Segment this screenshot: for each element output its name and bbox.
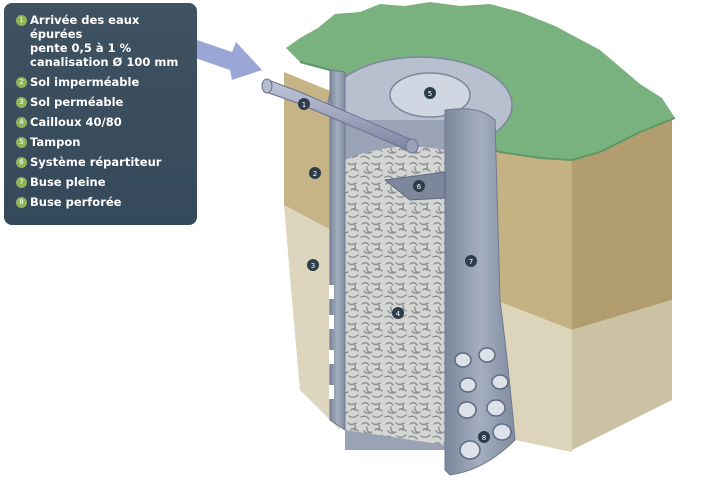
permeable-soil-right (495, 300, 572, 452)
perforation (457, 401, 477, 419)
gravel-fill (345, 146, 445, 445)
legend-number: 7 (16, 177, 27, 188)
legend-item-2: 2 Sol imperméable (16, 75, 191, 89)
soil-right-lower (572, 300, 672, 450)
marker-2: 2 (309, 167, 321, 179)
legend-number: 1 (16, 15, 27, 26)
marker-5-label: 5 (428, 90, 432, 98)
legend-label: Sol perméable (30, 95, 124, 109)
legend-item-6: 6 Système répartiteur (16, 155, 191, 169)
marker-2-label: 2 (313, 170, 317, 178)
impermeable-soil-right (490, 150, 572, 330)
legend-item-7: 7 Buse pleine (16, 175, 191, 189)
legend-panel: 1 Arrivée des eaux épurées pente 0,5 à 1… (4, 3, 197, 225)
perforation (491, 374, 509, 390)
marker-4: 4 (392, 307, 404, 319)
legend-label: Sol imperméable (30, 75, 140, 89)
legend-label: Buse pleine (30, 175, 106, 189)
legend-number: 2 (16, 77, 27, 88)
infiltration-well (261, 56, 516, 476)
legend-item-8: 8 Buse perforée (16, 195, 191, 209)
perforation (486, 399, 506, 417)
legend-label: Tampon (30, 135, 81, 149)
perforation (459, 440, 481, 460)
legend-number: 3 (16, 97, 27, 108)
marker-3: 3 (307, 259, 319, 271)
marker-1: 1 (298, 98, 310, 110)
legend-item-4: 4 Cailloux 40/80 (16, 115, 191, 129)
wall-notch (329, 385, 334, 399)
wall-notch (329, 315, 334, 329)
soil-right-upper (572, 120, 672, 330)
marker-7-label: 7 (469, 258, 473, 266)
legend-item-5: 5 Tampon (16, 135, 191, 149)
marker-6: 6 (413, 180, 425, 192)
perforation (454, 352, 472, 368)
legend-number: 4 (16, 117, 27, 128)
legend-number: 6 (16, 157, 27, 168)
legend-item-3: 3 Sol perméable (16, 95, 191, 109)
legend-label: Cailloux 40/80 (30, 115, 122, 129)
legend-label: Buse perforée (30, 195, 122, 209)
legend-label: Arrivée des eaux épurées pente 0,5 à 1 %… (30, 13, 179, 69)
permeable-soil-left (284, 205, 340, 430)
legend-number: 5 (16, 137, 27, 148)
perforation (459, 377, 477, 393)
legend-label: Système répartiteur (30, 155, 162, 169)
marker-3-label: 3 (311, 262, 315, 270)
wall-notch (329, 350, 334, 364)
flow-arrow (195, 40, 262, 80)
perforation (478, 347, 496, 363)
wall-notch (329, 285, 334, 299)
marker-8: 8 (478, 431, 490, 443)
marker-1-label: 1 (302, 101, 306, 109)
legend-number: 8 (16, 197, 27, 208)
marker-8-label: 8 (482, 434, 486, 442)
legend-item-1: 1 Arrivée des eaux épurées pente 0,5 à 1… (16, 13, 191, 69)
inlet-pipe-start (261, 78, 273, 94)
marker-7: 7 (465, 255, 477, 267)
marker-4-label: 4 (396, 310, 401, 318)
marker-5: 5 (424, 87, 436, 99)
marker-6-label: 6 (417, 183, 422, 191)
perforation (492, 423, 512, 441)
inlet-pipe-end (405, 138, 419, 154)
well-wall-left (329, 69, 346, 431)
